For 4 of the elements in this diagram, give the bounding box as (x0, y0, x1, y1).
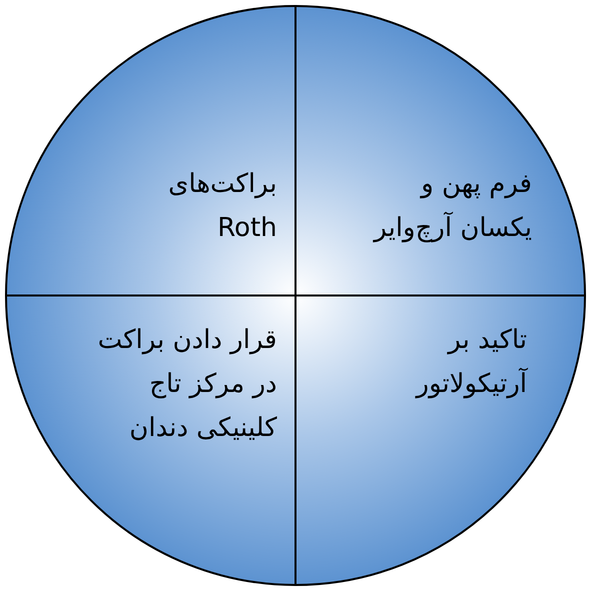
quadrant-text: فرم پهن و یکسان آرچ‌وایر (374, 169, 532, 243)
quadrant-text: تاکید بر آرتیکولاتور (416, 325, 527, 399)
quadrant-text: قرار دادن براکت در مرکز تاج کلینیکی دندان (98, 325, 277, 443)
quadrant-text: براکت‌های Roth (168, 169, 277, 243)
